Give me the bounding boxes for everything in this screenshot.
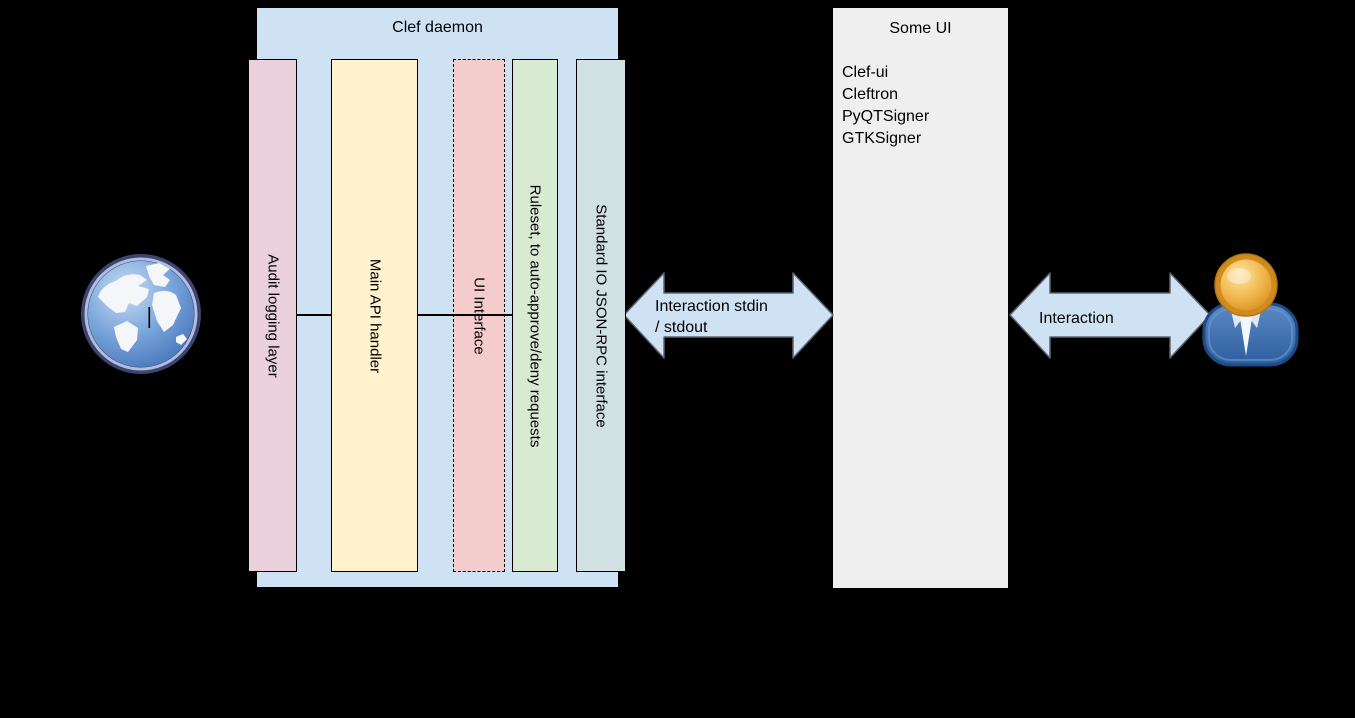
- layer-stdio-jsonrpc: Standard IO JSON-RPC interface: [576, 59, 626, 572]
- layer-audit-logging: Audit logging layer: [248, 59, 297, 572]
- layer-main-api-handler-label: Main API handler: [366, 258, 383, 373]
- arrow-label-line1: Interaction stdin: [655, 298, 768, 315]
- clef-daemon-title: Clef daemon: [392, 19, 483, 36]
- arrow-daemon-someui-label: Interaction stdin / stdout: [655, 296, 768, 338]
- some-ui-item-pyqtsigner: PyQTSigner: [842, 108, 930, 125]
- connector-api-to-ruleset: [417, 314, 513, 316]
- arrow-label-line2: / stdout: [655, 319, 708, 336]
- some-ui-item-gtksigner: GTKSigner: [842, 130, 922, 147]
- layer-ui-interface-label: UI Interface: [470, 276, 488, 355]
- arrow-daemon-someui: [623, 272, 834, 359]
- layer-ruleset-label: Ruleset, to auto-approve/deny requests: [526, 184, 544, 447]
- layer-ruleset: Ruleset, to auto-approve/deny requests: [512, 59, 558, 572]
- some-ui-item-clef-ui: Clef-ui: [842, 64, 889, 81]
- layer-stdio-jsonrpc-label: Standard IO JSON-RPC interface: [592, 203, 610, 428]
- layer-ui-interface: UI Interface: [453, 59, 505, 572]
- some-ui-container: [832, 7, 1009, 589]
- arrow-label-line1: Interaction: [1039, 310, 1114, 327]
- layer-audit-logging-label: Audit logging layer: [264, 253, 281, 378]
- clef-daemon-container: [256, 7, 619, 588]
- globe-icon: [78, 253, 204, 381]
- layer-main-api-handler: Main API handler: [331, 59, 418, 572]
- connector-audit-to-api: [296, 314, 332, 316]
- some-ui-list: Clef-ui Cleftron PyQTSigner GTKSigner: [842, 62, 929, 150]
- user-icon: [1200, 252, 1300, 373]
- some-ui-title: Some UI: [889, 20, 952, 37]
- some-ui-item-cleftron: Cleftron: [842, 86, 899, 103]
- arrow-someui-user-label: Interaction: [1039, 308, 1114, 329]
